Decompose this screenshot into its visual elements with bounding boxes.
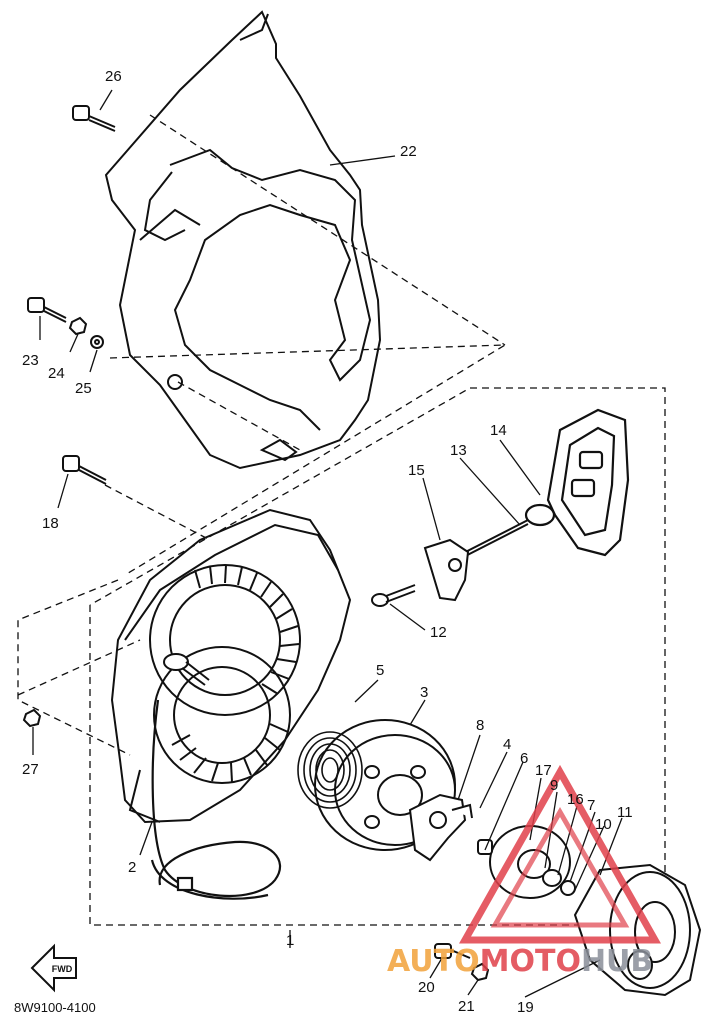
part-label-12: 12: [430, 624, 447, 641]
part-label-15: 15: [408, 462, 425, 479]
part-labels: 26 22 23 24 25 18 14 13 15 12 5 3 8 4 6 …: [22, 68, 633, 1016]
forward-arrow: FWD: [30, 943, 77, 993]
part-label-4: 4: [503, 736, 511, 753]
watermark-hub: HUB: [581, 944, 653, 979]
nut-24: [68, 316, 88, 336]
part-label-26: 26: [105, 68, 122, 85]
part-label-5: 5: [376, 662, 384, 679]
case-shaft: [163, 653, 210, 686]
stop-cable: [150, 699, 282, 900]
part-label-6: 6: [520, 750, 528, 767]
diagram-code: 8W9100-4100: [14, 1000, 96, 1015]
rope-handle: [524, 408, 630, 557]
part-label-11: 11: [617, 804, 633, 821]
bolt-26: [72, 105, 116, 132]
part-label-20: 20: [418, 979, 435, 996]
rope-shaft-12: [371, 584, 416, 607]
rope-guide-15: [423, 538, 470, 602]
part-label-1: 1: [286, 932, 294, 949]
starter-case-fins: [171, 564, 300, 783]
part-label-22: 22: [400, 143, 417, 160]
fwd-label: FWD: [52, 964, 73, 974]
part-label-10: 10: [595, 816, 612, 833]
part-label-24: 24: [48, 365, 65, 382]
nut-21: [470, 962, 490, 982]
svg-text:AUTOMOTOHUB: AUTOMOTOHUB: [387, 944, 653, 979]
part-label-17: 17: [535, 762, 552, 779]
fan-cover: [104, 10, 382, 470]
bolt-18: [62, 455, 107, 485]
part-label-9: 9: [550, 777, 558, 794]
part-label-16: 16: [567, 791, 584, 808]
bolt-20: [434, 943, 471, 959]
watermark-auto: AUTO: [387, 944, 480, 979]
nut-27: [22, 708, 42, 728]
part-label-25: 25: [75, 380, 92, 397]
watermark-moto: MOTO: [480, 944, 581, 979]
part-label-2: 2: [128, 859, 136, 876]
leader-lines: [32, 89, 623, 998]
part-label-14: 14: [490, 422, 507, 439]
washer-25: [90, 335, 104, 349]
part-label-7: 7: [587, 797, 595, 814]
part-label-27: 27: [22, 761, 39, 778]
bolt-23: [27, 297, 67, 323]
part-label-18: 18: [42, 515, 59, 532]
watermark-logo: AUTOMOTOHUB: [387, 764, 661, 979]
part-label-23: 23: [22, 352, 39, 369]
part-label-8: 8: [476, 717, 484, 734]
part-label-3: 3: [420, 684, 428, 701]
part-label-19: 19: [517, 999, 534, 1016]
starter-case: [110, 508, 352, 824]
assembly-outline: [17, 114, 666, 926]
recoil-spring: [297, 731, 363, 809]
part-label-13: 13: [450, 442, 467, 459]
part-label-21: 21: [458, 998, 475, 1015]
ratchet-pawl: [408, 793, 473, 862]
